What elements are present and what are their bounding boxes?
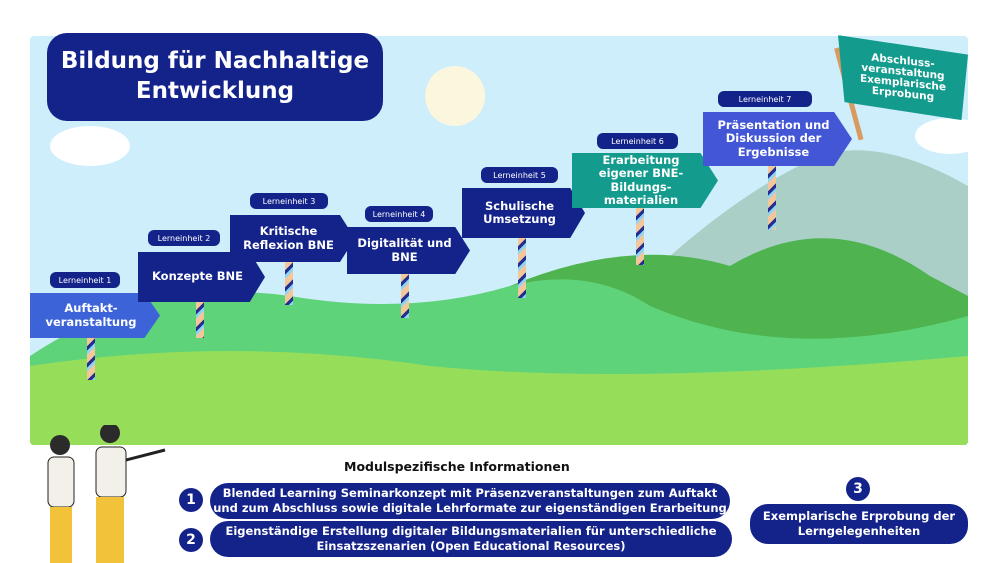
number-badge-2: 2 xyxy=(179,528,203,552)
hills-illustration xyxy=(30,66,968,445)
info-item-2: Eigenständige Erstellung digitaler Bildu… xyxy=(210,521,732,557)
unit-label-5: Lerneinheit 5 xyxy=(481,167,558,183)
signpost-pole xyxy=(285,262,293,305)
unit-label-2: Lerneinheit 2 xyxy=(148,230,220,246)
unit-sign-6: Erarbeitung eigener BNE-Bildungs-materia… xyxy=(572,153,718,208)
signpost-pole xyxy=(87,338,95,380)
unit-label-3: Lerneinheit 3 xyxy=(250,193,328,209)
page-title: Bildung für Nachhaltige Entwicklung xyxy=(47,33,383,121)
signpost-pole xyxy=(401,274,409,318)
info-item-3: Exemplarische Erprobung der Lerngelegenh… xyxy=(750,504,968,544)
number-badge-1: 1 xyxy=(179,488,203,512)
landscape-scene xyxy=(30,36,968,445)
unit-sign-7: Präsentation und Diskussion der Ergebnis… xyxy=(703,112,852,166)
unit-sign-5: Schulische Umsetzung xyxy=(462,188,585,238)
info-heading: Modulspezifische Informationen xyxy=(344,459,570,474)
signpost-pole xyxy=(196,302,204,338)
info-item-1: Blended Learning Seminarkonzept mit Präs… xyxy=(210,483,730,519)
unit-label-1: Lerneinheit 1 xyxy=(50,272,120,288)
unit-label-4: Lerneinheit 4 xyxy=(365,206,433,222)
unit-sign-4: Digitalität und BNE xyxy=(347,227,470,274)
signpost-pole xyxy=(768,166,776,230)
number-badge-3: 3 xyxy=(846,477,870,501)
signpost-pole xyxy=(636,208,644,265)
people-illustration xyxy=(47,425,166,563)
signpost-pole xyxy=(518,238,526,298)
unit-label-6: Lerneinheit 6 xyxy=(597,133,678,149)
unit-sign-3: Kritische Reflexion BNE xyxy=(230,215,355,262)
unit-label-7: Lerneinheit 7 xyxy=(718,91,812,107)
